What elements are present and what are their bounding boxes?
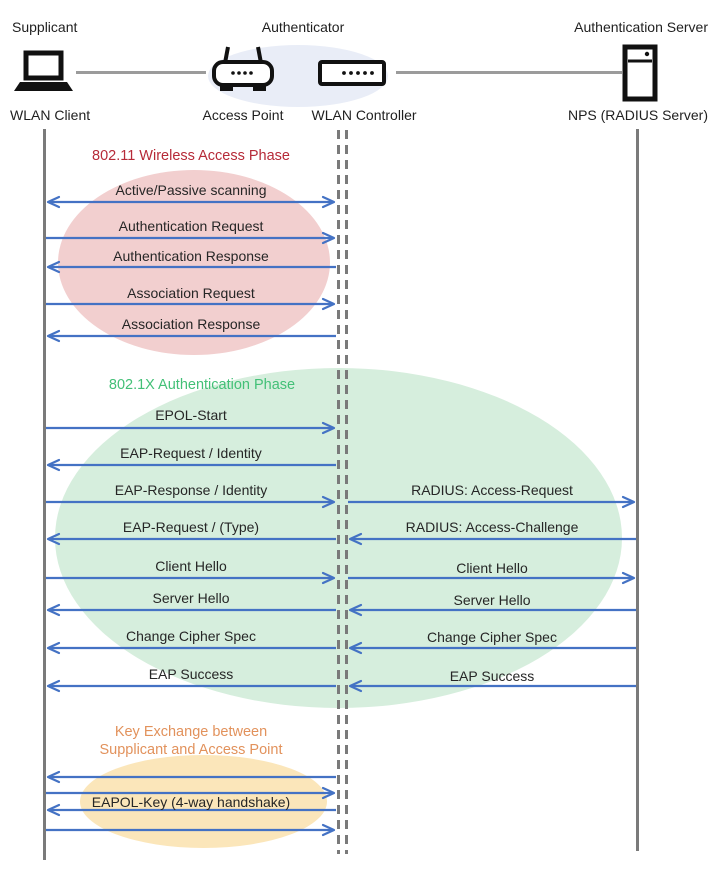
message-label: Server Hello bbox=[453, 592, 531, 608]
laptop-icon bbox=[14, 50, 73, 91]
message-arrow-left bbox=[46, 679, 336, 693]
message-arrow-right bbox=[46, 571, 336, 585]
supplicant-lifeline bbox=[43, 129, 46, 860]
authenticator-lifeline-inner bbox=[345, 130, 348, 854]
authenticator-lifeline-outer bbox=[337, 130, 340, 854]
phase2-title: 802.1X Authentication Phase bbox=[108, 377, 296, 393]
message-label: RADIUS: Access-Request bbox=[411, 482, 573, 498]
message-label: EAP Success bbox=[148, 666, 234, 682]
message-label: EAP-Request / Identity bbox=[120, 445, 262, 461]
message-label: Association Response bbox=[121, 316, 261, 332]
role-authentication-server: Authentication Server bbox=[574, 19, 708, 35]
message-arrow-right bbox=[46, 823, 336, 837]
wireless-access-phase-ellipse bbox=[58, 170, 330, 355]
connector-wlc-server bbox=[396, 71, 622, 74]
message-arrow-right bbox=[46, 421, 336, 435]
message-label: Client Hello bbox=[155, 558, 227, 574]
phase1-title: 802.11 Wireless Access Phase bbox=[92, 148, 290, 164]
phase3-title-line2: Supplicant and Access Point bbox=[99, 742, 283, 758]
key-exchange-ellipse bbox=[80, 755, 327, 848]
connector-client-ap bbox=[76, 71, 206, 74]
message-label: EPOL-Start bbox=[155, 407, 227, 423]
message-label: Authentication Response bbox=[113, 248, 269, 264]
access-point-icon bbox=[212, 46, 274, 91]
message-arrow-left bbox=[348, 603, 636, 617]
message-label: Authentication Request bbox=[118, 218, 264, 234]
device-wlan-client: WLAN Client bbox=[10, 107, 91, 123]
message-arrow-left bbox=[348, 679, 636, 693]
message-arrow-left bbox=[46, 803, 336, 817]
message-label: EAPOL-Key (4-way handshake) bbox=[91, 794, 291, 810]
message-arrow-left bbox=[46, 260, 336, 274]
phase3-title-line1: Key Exchange between bbox=[114, 724, 268, 740]
message-arrow-right bbox=[348, 571, 636, 585]
message-label: EAP-Request / (Type) bbox=[122, 519, 260, 535]
message-label: RADIUS: Access-Challenge bbox=[405, 519, 579, 535]
message-arrow-left bbox=[348, 532, 636, 546]
message-label: Active/Passive scanning bbox=[115, 182, 267, 198]
role-authenticator: Authenticator bbox=[261, 19, 345, 35]
message-arrow-right bbox=[46, 297, 336, 311]
device-wlan-controller: WLAN Controller bbox=[311, 107, 417, 123]
message-arrow-right bbox=[46, 231, 336, 245]
server-lifeline bbox=[636, 129, 639, 851]
message-arrow-right bbox=[348, 495, 636, 509]
server-icon bbox=[622, 44, 658, 102]
message-arrow-both bbox=[46, 195, 336, 209]
message-label: Change Cipher Spec bbox=[126, 628, 256, 644]
device-nps-radius-server: NPS (RADIUS Server) bbox=[567, 107, 708, 123]
device-access-point: Access Point bbox=[202, 107, 284, 123]
message-arrow-left bbox=[46, 458, 336, 472]
message-label: Change Cipher Spec bbox=[427, 629, 557, 645]
role-supplicant: Supplicant bbox=[12, 19, 78, 35]
message-arrow-left bbox=[46, 603, 336, 617]
message-label: EAP-Response / Identity bbox=[114, 482, 268, 498]
message-label: Association Request bbox=[127, 285, 255, 301]
message-label: Client Hello bbox=[456, 560, 528, 576]
message-label: Server Hello bbox=[152, 590, 230, 606]
message-arrow-left bbox=[46, 329, 336, 343]
message-arrow-left bbox=[348, 641, 636, 655]
message-arrow-right bbox=[46, 495, 336, 509]
message-arrow-left bbox=[46, 641, 336, 655]
wlan-controller-icon bbox=[318, 60, 386, 86]
phase3-title: Key Exchange between Supplicant and Acce… bbox=[46, 723, 336, 759]
message-arrow-right bbox=[46, 786, 336, 800]
message-arrow-left bbox=[46, 532, 336, 546]
message-arrow-left bbox=[46, 770, 336, 784]
message-label: EAP Success bbox=[449, 668, 535, 684]
